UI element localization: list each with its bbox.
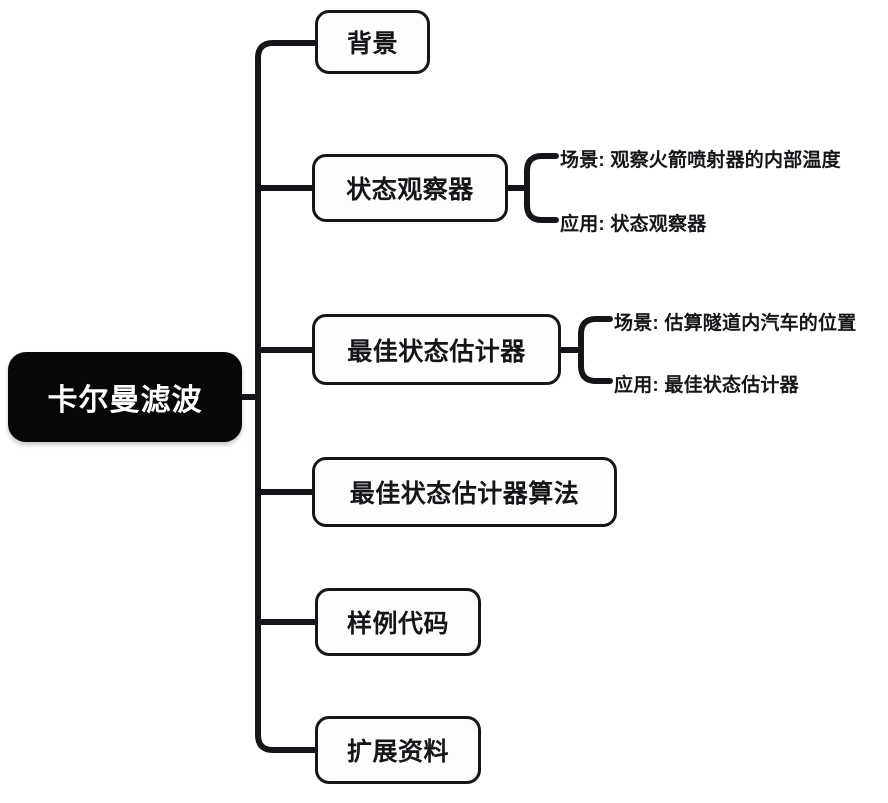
leaf-optimal-estimator-scenario[interactable]: 场景: 估算隧道内汽车的位置 bbox=[614, 308, 856, 335]
node-branch-label: 最佳状态估计器 bbox=[347, 337, 526, 366]
leaf-state-observer-scenario[interactable]: 场景: 观察火箭喷射器的内部温度 bbox=[560, 145, 841, 172]
node-branch-label: 背景 bbox=[346, 30, 398, 58]
connector-branch-1 bbox=[255, 40, 318, 61]
connector-sub-3-child-2 bbox=[578, 363, 613, 384]
node-root-label: 卡尔曼滤波 bbox=[47, 384, 203, 417]
leaf-optimal-estimator-application[interactable]: 应用: 最佳状态估计器 bbox=[614, 370, 799, 397]
node-branch-label: 状态观察器 bbox=[346, 176, 474, 204]
node-branch-sample-code[interactable]: 样例代码 bbox=[315, 588, 481, 656]
connector-sub-3-child-1 bbox=[578, 316, 613, 337]
node-branch-label: 样例代码 bbox=[346, 610, 449, 638]
leaf-state-observer-application[interactable]: 应用: 状态观察器 bbox=[560, 209, 706, 236]
node-branch-state-observer[interactable]: 状态观察器 bbox=[312, 154, 508, 222]
connector-branch-6 bbox=[255, 732, 318, 753]
node-branch-optimal-state-estimator[interactable]: 最佳状态估计器 bbox=[312, 314, 561, 385]
leaf-label-text: 应用: 最佳状态估计器 bbox=[614, 375, 799, 396]
node-branch-extended-materials[interactable]: 扩展资料 bbox=[315, 716, 481, 784]
connector-sub-2-child-2 bbox=[524, 202, 559, 223]
node-root-kalman-filter[interactable]: 卡尔曼滤波 bbox=[8, 352, 242, 442]
node-branch-background[interactable]: 背景 bbox=[315, 10, 430, 74]
leaf-label-text: 场景: 观察火箭喷射器的内部温度 bbox=[560, 150, 841, 171]
connector-sub-2-child-1 bbox=[524, 153, 559, 174]
leaf-label-text: 场景: 估算隧道内汽车的位置 bbox=[614, 313, 857, 334]
node-branch-label: 最佳状态估计器算法 bbox=[349, 480, 580, 508]
node-branch-optimal-state-estimator-algorithm[interactable]: 最佳状态估计器算法 bbox=[312, 457, 617, 527]
leaf-label-text: 应用: 状态观察器 bbox=[560, 214, 707, 235]
node-branch-label: 扩展资料 bbox=[346, 738, 449, 766]
